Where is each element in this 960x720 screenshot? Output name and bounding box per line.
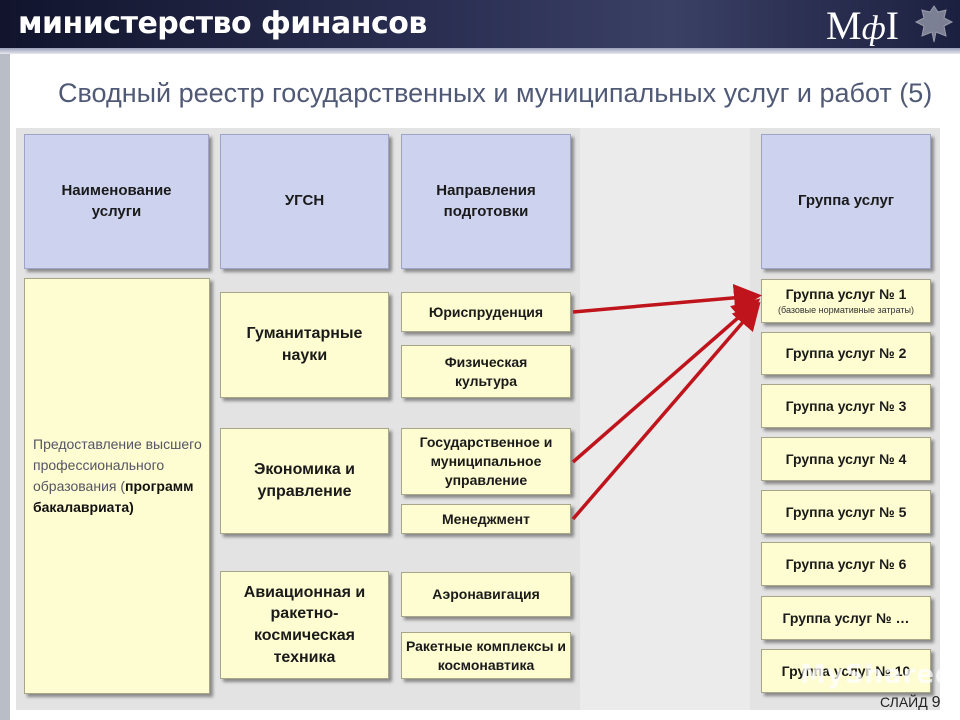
- column-header-label: Группа услуг: [797, 192, 895, 210]
- ugsn-label: Гуманитарные науки: [246, 325, 363, 364]
- group-label: Группа услуг № 2: [785, 345, 907, 362]
- logo-letter-f: ф: [861, 10, 886, 47]
- direction-cell: Физическая культура: [401, 345, 571, 398]
- group-sublabel: (базовые нормативные затраты): [778, 305, 914, 316]
- ministry-title: министерство финансов: [18, 6, 427, 41]
- group-label: Группа услуг № 5: [785, 503, 907, 520]
- group-cell: Группа услуг № 10: [761, 649, 931, 693]
- direction-label: Ракетные комплексы и космонавтика: [405, 637, 567, 673]
- direction-cell: Государственное и муниципальное управлен…: [401, 428, 571, 495]
- left-rail: [0, 54, 10, 720]
- direction-label: Физическая культура: [444, 353, 528, 389]
- slide-title: Сводный реестр государственных и муницип…: [58, 78, 933, 108]
- direction-label: Юриспруденция: [428, 303, 544, 320]
- group-cell: Группа услуг № 4: [761, 437, 931, 481]
- column-header-group: Группа услуг: [761, 134, 931, 269]
- column-header-label: Направления подготовки: [436, 182, 536, 220]
- slide-number-value: 9: [931, 694, 941, 711]
- ugsn-cell: Экономика и управление: [220, 428, 389, 534]
- direction-cell: Ракетные комплексы и космонавтика: [401, 632, 571, 679]
- eagle-emblem-icon: [914, 5, 954, 43]
- group-label: Группа услуг № 1: [785, 286, 907, 303]
- diagram-band: [580, 128, 750, 710]
- group-cell: Группа услуг № 2: [761, 332, 931, 375]
- direction-cell: Аэронавигация: [401, 572, 571, 617]
- ministry-logo: МфI: [826, 2, 899, 49]
- column-header-directions: Направления подготовки: [401, 134, 571, 269]
- direction-label: Менеджмент: [442, 510, 530, 527]
- column-header-label: Наименование услуги: [61, 182, 172, 220]
- slide-number: СЛАЙД 9: [880, 694, 941, 712]
- column-header-service-name: Наименование услуги: [24, 134, 209, 269]
- header-bar: министерство финансов МфI: [0, 0, 960, 48]
- direction-label: Государственное и муниципальное управлен…: [419, 434, 553, 488]
- service-bold-text: программ бакалавриата: [33, 478, 194, 515]
- ugsn-label: Авиационная и ракетно-космическая техник…: [243, 583, 366, 666]
- direction-label: Аэронавигация: [432, 586, 540, 603]
- ugsn-label: Экономика и управление: [253, 461, 356, 500]
- column-header-ugsn: УГСН: [220, 134, 389, 269]
- service-text: Предоставление высшего профессионального…: [33, 436, 202, 494]
- direction-cell: Менеджмент: [401, 504, 571, 534]
- direction-cell: Юриспруденция: [401, 292, 571, 332]
- group-label: Группа услуг № 4: [785, 450, 907, 467]
- group-label: Группа услуг № 10: [781, 662, 911, 679]
- group-cell: Группа услуг № …: [761, 596, 931, 640]
- group-label: Группа услуг № 3: [785, 397, 907, 414]
- group-cell: Группа услуг № 6: [761, 542, 931, 586]
- group-cell: Группа услуг № 1 (базовые нормативные зат…: [761, 279, 931, 323]
- logo-bar: I: [885, 3, 900, 48]
- group-cell: Группа услуг № 5: [761, 490, 931, 534]
- service-closing-paren: ): [129, 499, 134, 515]
- group-label: Группа услуг № 6: [785, 555, 907, 572]
- service-description: Предоставление высшего профессионального…: [33, 434, 209, 518]
- ugsn-cell: Авиационная и ракетно-космическая техник…: [220, 571, 389, 679]
- group-label: Группа услуг № …: [782, 609, 910, 626]
- header-stripe: [0, 48, 960, 54]
- group-cell: Группа услуг № 3: [761, 384, 931, 428]
- watermark: MyShared: [800, 660, 955, 690]
- service-cell: Предоставление высшего профессионального…: [24, 278, 210, 694]
- ugsn-cell: Гуманитарные науки: [220, 292, 389, 398]
- logo-letter-m: М: [826, 3, 862, 48]
- slide-number-label: СЛАЙД: [880, 694, 928, 710]
- column-header-label: УГСН: [284, 192, 325, 210]
